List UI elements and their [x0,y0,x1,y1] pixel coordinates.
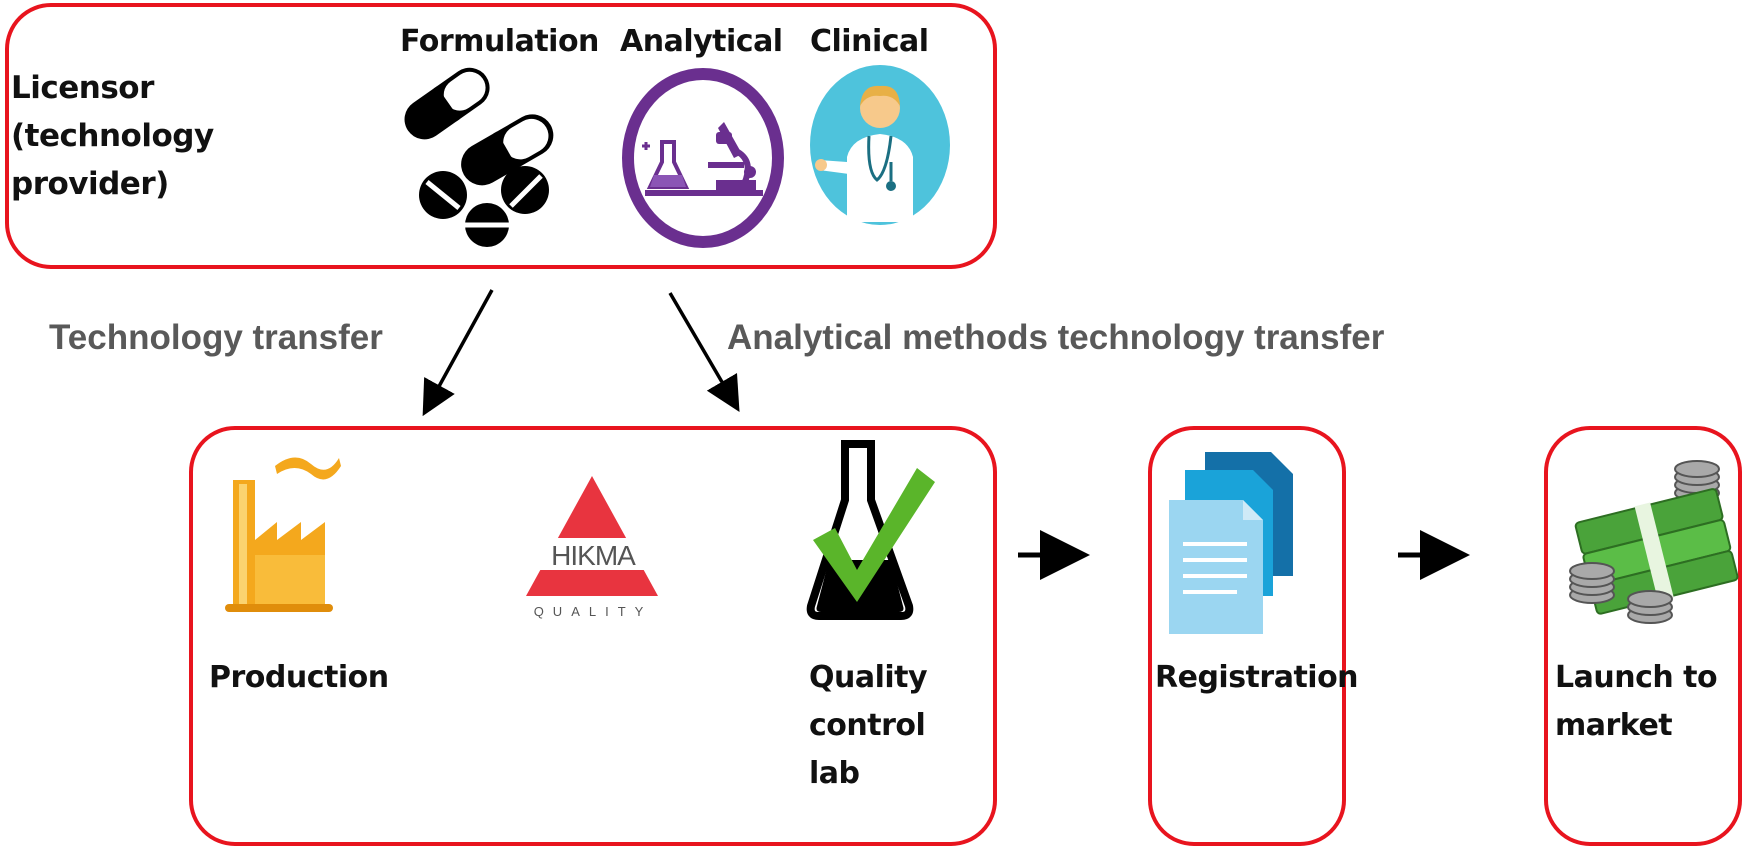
formulation-label: Formulation [400,24,599,59]
svg-text:QUALITY: QUALITY [534,604,653,619]
licensor-label: Licensor (technology provider) [11,70,214,202]
technology-transfer-arrow [422,289,494,417]
analytical-label: Analytical [620,24,783,59]
clinical-label: Clinical [810,24,929,59]
production-label: Production [209,660,389,695]
quality-control-label: Quality control lab [809,660,928,791]
technology-transfer-label: Technology transfer [49,318,383,357]
quality-check-icon [806,440,935,620]
analytical-transfer-label: Analytical methods technology transfer [727,318,1385,357]
hikma-logo: HIKMA QUALITY [526,476,658,619]
registration-label: Registration [1155,660,1359,695]
documents-icon [1169,452,1293,634]
doctor-icon [810,65,950,225]
launch-label: Launch to market [1555,660,1718,743]
lab-microscope-icon [622,68,784,248]
svg-text:HIKMA: HIKMA [551,540,636,571]
money-icon [1569,460,1739,624]
pills-icon [404,67,554,247]
analytical-transfer-arrow [668,292,740,413]
factory-icon [225,457,341,612]
